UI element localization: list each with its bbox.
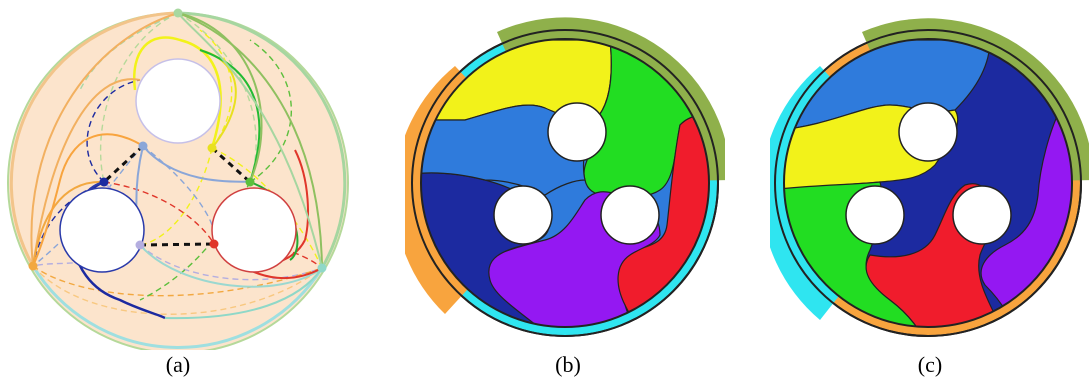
triangle-edges [102, 144, 252, 247]
hole-b-right [600, 185, 660, 245]
panel-a-graph [7, 8, 349, 350]
vertex-top [173, 8, 183, 18]
caption-b: (b) [555, 352, 581, 377]
hole-b-left [493, 185, 553, 245]
vertex-steel [138, 141, 148, 151]
hole-c-top [898, 102, 958, 162]
hole-b-top [547, 102, 607, 162]
hole-c-left [845, 185, 905, 245]
panel-a [0, 0, 360, 350]
panel-b [405, 0, 725, 350]
panel-c-regions [770, 18, 1089, 337]
vertex-green [245, 177, 255, 187]
vertex-teal [317, 263, 327, 273]
boundary-arc-green [177, 11, 347, 269]
vertices [28, 8, 327, 273]
caption-c: (c) [917, 352, 943, 377]
vertex-navy [99, 177, 109, 187]
vertex-yellow [207, 143, 217, 153]
vertex-lavender [135, 240, 145, 250]
panel-c [770, 0, 1089, 350]
caption-a: (a) [165, 352, 191, 377]
hole-c-right [952, 185, 1012, 245]
boundary-arc-teal [31, 265, 324, 349]
hole-right [211, 187, 297, 273]
vertex-red [209, 239, 219, 249]
boundary-arc-orange [9, 11, 179, 267]
vertex-orange [28, 261, 38, 271]
hole-left [59, 187, 145, 273]
panel-b-regions [405, 17, 725, 337]
hole-top [135, 58, 221, 144]
